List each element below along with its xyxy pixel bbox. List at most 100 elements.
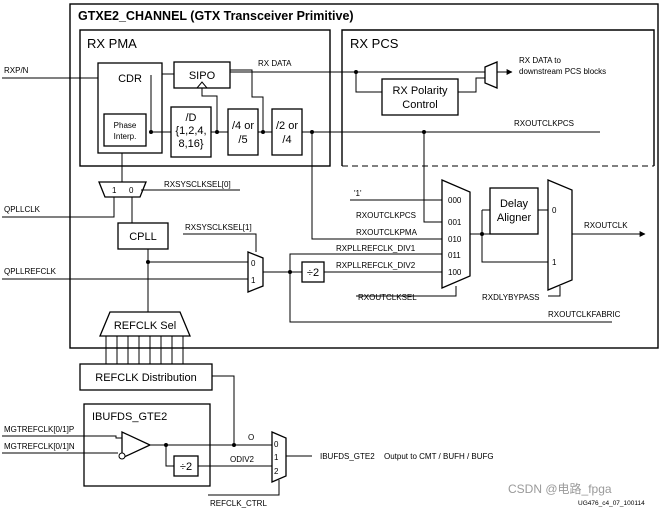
- mux2-to-div1-wire: [289, 253, 442, 272]
- gtxe2-channel-frame: [69, 3, 659, 349]
- mux3-in-100: 100: [448, 268, 462, 277]
- mux3-in-000: 000: [448, 196, 462, 205]
- rx-data-mux: [484, 61, 498, 89]
- rx-data-to-polarity-wire: [355, 72, 382, 93]
- sysclksel1-mux: [247, 251, 264, 293]
- qpllclk-wire: [2, 197, 115, 218]
- refclk-ctrl-wire: [208, 480, 280, 496]
- mgtrefclk-p-label: MGTREFCLK[0/1]P: [4, 425, 74, 434]
- div-d-label-1: /D: [186, 112, 197, 124]
- refclk-bus: [105, 336, 184, 364]
- div-d-label-2: {1,2,4,: [175, 125, 206, 137]
- mux3-bypass-wire: [481, 234, 548, 263]
- ibufds-label: IBUFDS_GTE2: [92, 411, 167, 423]
- div-2or4-block: [271, 108, 303, 156]
- divd-to-sipo-clk-wire: [201, 88, 218, 132]
- delay-aligner-label-1: Delay: [500, 198, 529, 210]
- rx-polarity-label-2: Control: [402, 99, 437, 111]
- junction: [146, 260, 150, 264]
- ibufds-invert-bubble: [118, 452, 126, 460]
- mux2-in-1: 1: [251, 276, 256, 285]
- cpll-block: [117, 222, 169, 250]
- rx-polarity-label-1: RX Polarity: [392, 85, 448, 97]
- sysclksel0-mux: [98, 181, 147, 198]
- rxoutclkfabric-label: RXOUTCLKFABRIC: [548, 310, 621, 319]
- rxoutclkpma-label: RXOUTCLKPMA: [356, 228, 418, 237]
- rxoutclkpma-wire: [311, 132, 442, 240]
- mux4-in-1: 1: [552, 258, 557, 267]
- sipo-label: SIPO: [189, 70, 216, 82]
- mux3-in-011: 011: [448, 251, 461, 260]
- mux4-in-0: 0: [552, 206, 557, 215]
- rxoutclkpcs-in-wire: [423, 132, 442, 223]
- junction: [232, 443, 236, 447]
- o-label: O: [248, 433, 254, 442]
- mux3-in-001: 001: [448, 218, 462, 227]
- rx-pma-label: RX PMA: [87, 36, 137, 51]
- refclk-sel-mux: [99, 311, 191, 337]
- mux5-in-0: 0: [274, 440, 279, 449]
- rxdlybypass-mux: [547, 179, 573, 291]
- figure-id: UG476_c4_07_100114: [578, 500, 645, 507]
- ibufds-gte2-out-desc: Output to CMT / BUFH / BUFG: [384, 452, 494, 461]
- refclk-ctrl-label: REFCLK_CTRL: [210, 499, 267, 508]
- div-4or5-label-1: /4 or: [232, 120, 254, 132]
- refclk-ctrl-mux: [271, 431, 287, 483]
- o-to-distribution-wire: [212, 375, 235, 444]
- rxoutclkpcs-label: RXOUTCLKPCS: [514, 119, 574, 128]
- rxsysclksel1-wire: [183, 233, 257, 252]
- rx-pcs-label: RX PCS: [350, 36, 399, 51]
- junction: [149, 130, 153, 134]
- rx-pcs-section: [341, 29, 655, 166]
- rxdlybypass-wire: [548, 286, 561, 297]
- rx-polarity-control-block: [381, 78, 459, 116]
- rxpllrefclk-div2-label: RXPLLREFCLK_DIV2: [336, 261, 416, 270]
- ibufds-gte2-out-label: IBUFDS_GTE2: [320, 452, 375, 461]
- rxsysclksel0-label: RXSYSCLKSEL[0]: [164, 180, 231, 189]
- div45-to-pma-clk-wire: [230, 69, 264, 132]
- polarity-to-mux-wire: [458, 77, 485, 93]
- ibufds-to-div2-wire: [165, 445, 174, 467]
- odiv2-label: ODIV2: [230, 455, 255, 464]
- rxoutclkpcs-in-label: RXOUTCLKPCS: [356, 211, 416, 220]
- div-4or5-label-2: /5: [238, 134, 247, 146]
- rxoutclksel-wire: [356, 286, 457, 297]
- refclk-sel-label: REFCLK Sel: [114, 320, 176, 332]
- mux5-in-2: 2: [274, 467, 279, 476]
- primitive-title: GTXE2_CHANNEL (GTX Transceiver Primitive…: [78, 9, 354, 23]
- rx-data-out-label-1: RX DATA to: [519, 56, 561, 65]
- rxpllrefclk-div1-label: RXPLLREFCLK_DIV1: [336, 244, 416, 253]
- div2-label-a: ÷2: [307, 267, 319, 279]
- div-2or4-label-2: /4: [282, 134, 291, 146]
- mgtrefclk-p-wire: [2, 435, 122, 439]
- mux3-in-010: 010: [448, 235, 462, 244]
- mux5-in-1: 1: [274, 453, 279, 462]
- delay-aligner-block: [489, 187, 539, 235]
- one-const-label: '1': [354, 189, 362, 198]
- mux2-in-0: 0: [251, 259, 256, 268]
- sipo-block: [173, 61, 231, 89]
- cdr-label: CDR: [118, 73, 142, 85]
- rx-data-label: RX DATA: [258, 59, 292, 68]
- refclk-distribution-block: [79, 363, 213, 391]
- mux1-in-0: 0: [129, 186, 134, 195]
- div-4or5-block: [227, 108, 259, 156]
- rxp-n-label: RXP/N: [4, 66, 29, 75]
- delay-aligner-label-2: Aligner: [497, 212, 532, 224]
- phase-interp-label-2: Interp.: [114, 132, 137, 141]
- rxoutclk-label: RXOUTCLK: [584, 221, 628, 230]
- rxoutclksel-label: RXOUTCLKSEL: [358, 293, 417, 302]
- cpll-label: CPLL: [129, 231, 157, 243]
- refclk-distribution-label: REFCLK Distribution: [95, 372, 196, 384]
- phase-interp-block: [103, 113, 147, 147]
- csdn-watermark: CSDN @电路_fpga: [508, 481, 612, 496]
- qpllrefclk-label: QPLLREFCLK: [4, 267, 57, 276]
- mux1-in-1: 1: [112, 186, 117, 195]
- rx-data-out-label-2: downstream PCS blocks: [519, 67, 606, 76]
- rxsysclksel1-label: RXSYSCLKSEL[1]: [185, 223, 252, 232]
- rxoutclksel-mux: [441, 179, 471, 289]
- div-d-label-3: 8,16}: [178, 138, 203, 150]
- div2-label-b: ÷2: [180, 461, 192, 473]
- mux2-to-fabric-wire: [289, 272, 612, 323]
